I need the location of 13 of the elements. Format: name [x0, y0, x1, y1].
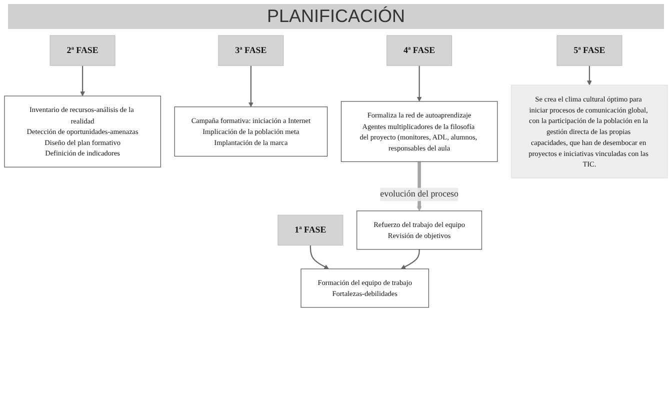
node-box: 2ª FASE — [50, 35, 116, 66]
node-box: 5ª FASE — [556, 35, 622, 66]
node-box: 1ª FASE — [278, 214, 344, 246]
arrow — [587, 66, 592, 86]
node-box: 3ª FASE — [218, 35, 284, 66]
arrow — [400, 249, 420, 270]
arrow — [310, 245, 329, 270]
arrow — [248, 66, 254, 108]
edge-label: evolución del proceso — [380, 189, 458, 199]
node-box: 4ª FASE — [386, 35, 452, 66]
arrow — [80, 66, 85, 96]
title-banner: PLANIFICACIÓN — [8, 4, 664, 29]
arrow — [416, 66, 422, 102]
